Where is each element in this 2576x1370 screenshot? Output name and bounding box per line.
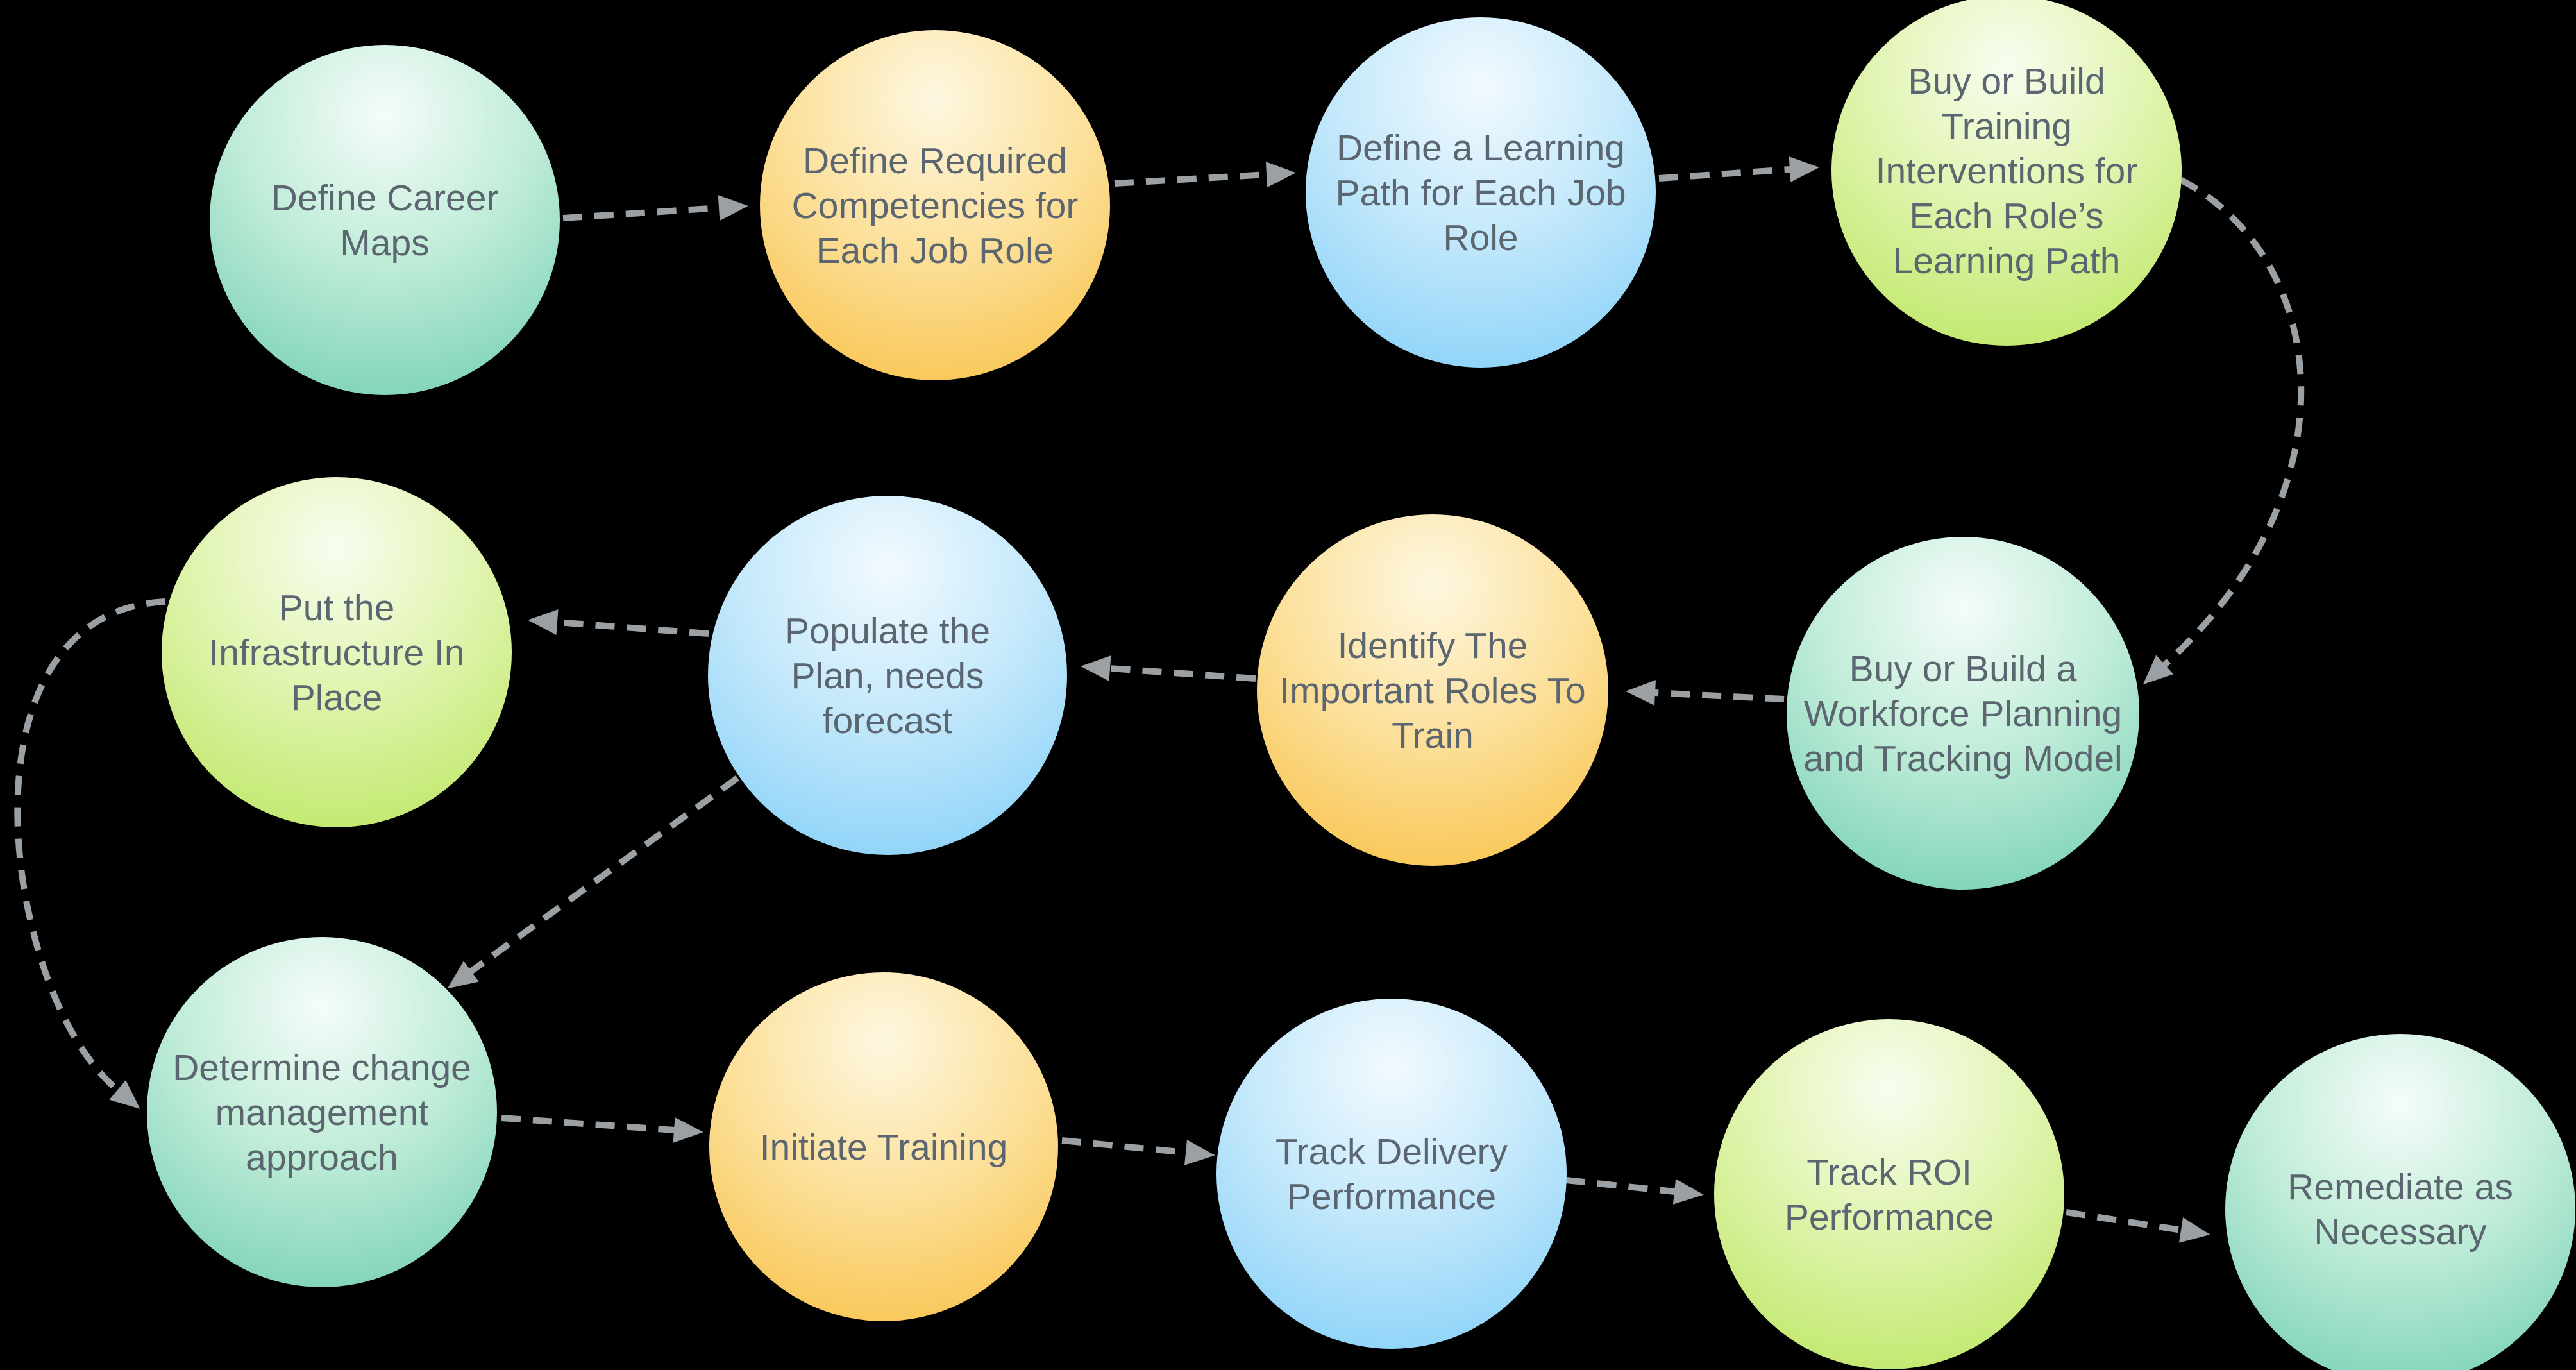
node-label-line: Role [1443, 217, 1518, 258]
node-label-initiate-training: Initiate Training [760, 1127, 1008, 1168]
node-label-line: Buy or Build [1908, 61, 2105, 102]
node-label-line: Maps [340, 223, 429, 264]
node-label-line: Learning Path [1893, 241, 2121, 282]
node-label-line: Identify The [1338, 625, 1528, 666]
node-circle-determine-change-management [147, 937, 497, 1287]
edge-buy-build-training-interventions-to-buy-build-workforce-model [2142, 176, 2305, 685]
node-label-line: Important Roles To [1279, 670, 1585, 711]
node-label-line: Initiate Training [760, 1127, 1008, 1168]
node-label-line: Competencies for [792, 185, 1079, 226]
edge-identify-important-roles-to-populate-plan [1081, 655, 1256, 682]
edge-track-delivery-performance-to-track-roi-performance [1565, 1177, 1704, 1205]
node-label-line: Interventions for [1876, 151, 2138, 192]
node-label-line: and Tracking Model [1803, 738, 2122, 779]
edge-buy-build-workforce-model-to-identify-important-roles [1626, 680, 1785, 706]
edge-define-career-maps-to-define-required-competencies [562, 195, 748, 221]
node-label-line: management [215, 1092, 429, 1133]
node-label-line: approach [246, 1137, 398, 1178]
node-label-line: Train [1392, 715, 1474, 756]
node-circle-buy-build-training-interventions [1831, 0, 2182, 346]
node-circle-initiate-training [709, 972, 1058, 1321]
node-label-line: Plan, needs [791, 655, 984, 697]
node-label-line: Remediate as [2287, 1167, 2513, 1208]
node-label-line: Infrastructure In [208, 632, 464, 673]
node-initiate-training: Initiate Training [709, 972, 1058, 1321]
node-label-line: Necessary [2314, 1212, 2487, 1253]
node-circle-buy-build-workforce-model [1787, 537, 2139, 890]
node-label-line: Place [291, 677, 383, 718]
node-label-line: Track ROI [1806, 1152, 1972, 1193]
node-label-line: Performance [1287, 1176, 1496, 1217]
node-circle-track-delivery-performance [1216, 999, 1567, 1349]
edge-track-roi-performance-to-remediate-as-necessary [2066, 1209, 2210, 1243]
node-circle-put-infrastructure [162, 477, 512, 827]
node-circle-define-required-competencies [760, 30, 1110, 380]
node-label-line: forecast [823, 700, 953, 741]
edge-put-infrastructure-to-determine-change-management [14, 598, 166, 1109]
node-circle-identify-important-roles [1257, 514, 1608, 866]
node-label-line: Populate the [785, 611, 990, 652]
node-label-line: Define a Learning [1336, 128, 1625, 169]
node-label-line: Buy or Build a [1849, 648, 2077, 689]
edge-populate-plan-to-put-infrastructure [528, 609, 709, 637]
node-label-line: Define Required [803, 140, 1067, 182]
node-label-line: Determine change [173, 1047, 471, 1088]
node-circle-track-roi-performance [1714, 1019, 2064, 1369]
node-circle-define-learning-path [1306, 17, 1656, 368]
node-label-line: Path for Each Job [1335, 173, 1626, 214]
node-label-line: Workforce Planning [1804, 693, 2122, 734]
edge-determine-change-management-to-initiate-training [501, 1115, 703, 1143]
node-label-line: Each Role’s [1909, 196, 2103, 237]
node-label-line: Training [1941, 106, 2072, 147]
node-label-line: Performance [1785, 1197, 1994, 1238]
node-label-line: Put the [279, 588, 395, 629]
node-label-line: Define Career [271, 178, 499, 219]
node-circle-populate-plan [708, 496, 1067, 855]
edge-populate-plan-to-determine-change-management [447, 775, 739, 989]
node-circle-define-career-maps [210, 45, 560, 395]
node-label-line: Each Job Role [816, 230, 1054, 271]
edge-define-required-competencies-to-define-learning-path [1114, 162, 1296, 188]
edge-initiate-training-to-track-delivery-performance [1061, 1137, 1215, 1165]
node-label-line: Track Delivery [1275, 1131, 1508, 1172]
node-circle-remediate-as-necessary [2225, 1034, 2575, 1370]
edge-define-learning-path-to-buy-build-training-interventions [1658, 156, 1819, 183]
